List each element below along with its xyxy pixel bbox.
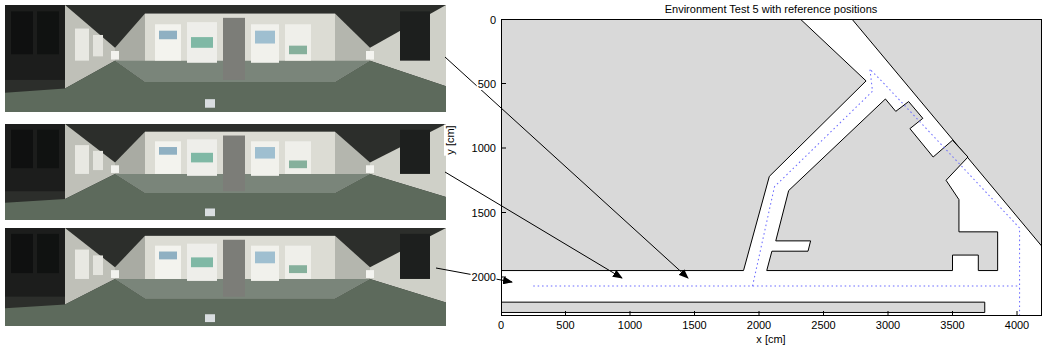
plot-title: Environment Test 5 with reference positi… [664, 3, 879, 15]
panorama-photo [5, 228, 446, 326]
panorama-photos [5, 5, 446, 326]
axis-ticks [501, 84, 1017, 317]
x-tick-label: 3000 [875, 319, 901, 331]
wall-region [767, 99, 998, 271]
y-tick-label: 500 [477, 78, 497, 90]
y-tick-label: 0 [489, 14, 497, 26]
panorama-photo [5, 124, 446, 220]
axes-box [502, 20, 1042, 316]
floor-map [501, 19, 1042, 316]
x-tick-label: 3500 [939, 319, 965, 331]
y-tick-label: 2000 [471, 271, 497, 283]
x-tick-label: 1500 [681, 319, 707, 331]
x-tick-label: 2500 [810, 319, 836, 331]
axis-label: y [cm] [444, 124, 456, 155]
x-tick-label: 0 [497, 319, 505, 331]
x-tick-label: 1000 [617, 319, 643, 331]
x-tick-label: 2000 [746, 319, 772, 331]
y-tick-label: 1000 [471, 142, 497, 154]
x-tick-label: 500 [555, 319, 575, 331]
y-tick-label: 1500 [471, 207, 497, 219]
x-tick-label: 4000 [1004, 319, 1030, 331]
panorama-photo [5, 5, 446, 112]
reference-path [533, 69, 1019, 315]
axis-label: x [cm] [755, 333, 786, 345]
wall-strip [501, 302, 985, 312]
leader-arrows [436, 57, 688, 282]
